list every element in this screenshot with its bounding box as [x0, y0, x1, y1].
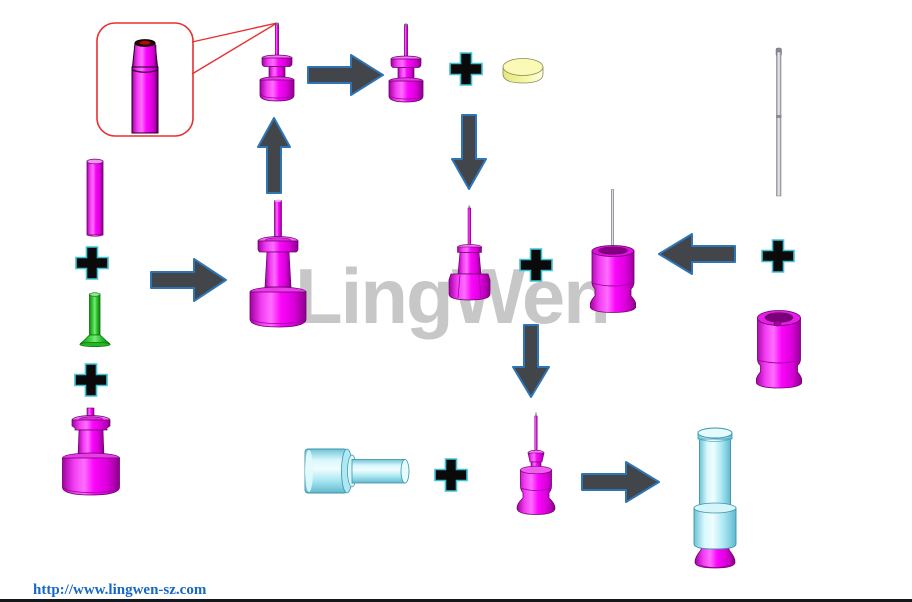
plus-icon: [449, 52, 483, 86]
outer-shield-cap-side: [304, 448, 410, 494]
callout-pointer-lines: [191, 22, 278, 75]
plus-icon: [519, 248, 553, 282]
plastic-needle-hub: [257, 22, 297, 104]
plus-icon: [74, 363, 108, 397]
green-funnel: [79, 292, 111, 348]
magenta-tube: [86, 158, 104, 237]
plastic-needle-hub-2: [386, 23, 426, 105]
plus-icon: [434, 458, 468, 492]
steel-cannula: [775, 47, 782, 197]
assembled-pen-needle: [693, 427, 737, 569]
arrow-left-icon: [658, 233, 736, 275]
large-hub-subassembly: [249, 199, 307, 328]
inner-cap: [756, 310, 802, 389]
footer-url[interactable]: http://www.lingwen-sz.com: [33, 582, 207, 598]
bottom-border: [0, 599, 912, 602]
needle-with-skirt: [516, 412, 556, 515]
arrow-right-icon: [150, 258, 227, 302]
mid-needle-subassembly: [448, 205, 491, 301]
base-hub: [62, 407, 120, 496]
arrow-right-icon: [307, 54, 384, 96]
plus-icon: [75, 246, 109, 280]
arrow-right-icon: [581, 461, 660, 503]
plus-icon: [761, 239, 795, 273]
arrow-down-icon: [451, 114, 487, 190]
arrow-up-icon: [257, 117, 291, 194]
arrow-down-icon: [512, 324, 550, 398]
tip-closeup-drawing: [131, 39, 159, 134]
tip-detail-callout: [96, 22, 194, 137]
steel-needle-hub: [590, 189, 636, 313]
yellow-seal-disc: [502, 58, 544, 84]
